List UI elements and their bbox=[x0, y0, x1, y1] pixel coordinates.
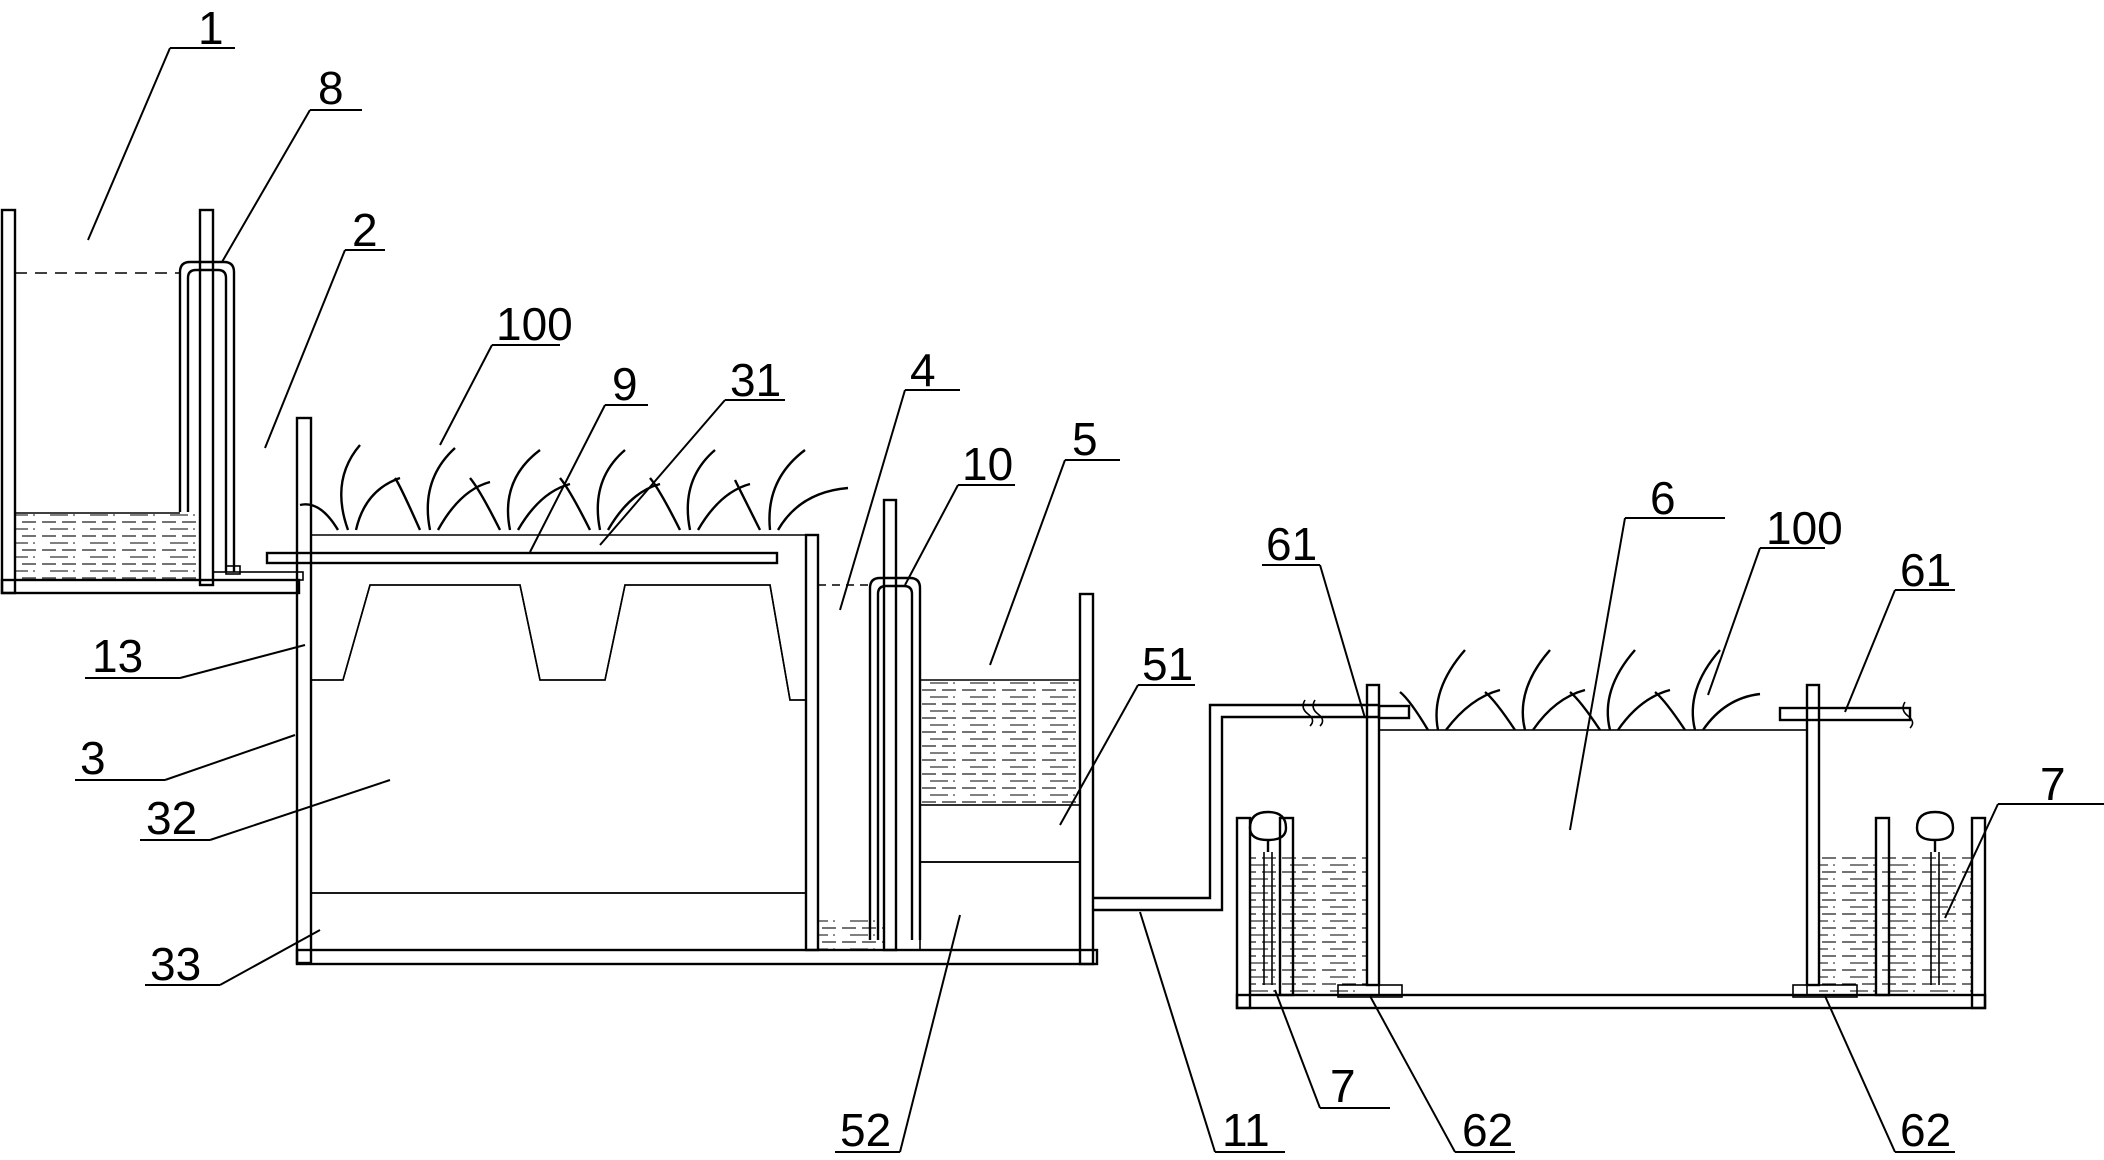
reference-labels: 1 8 2 100 9 31 4 10 5 13 3 32 33 51 52 1… bbox=[80, 2, 2066, 1156]
label-100-right: 100 bbox=[1766, 502, 1843, 554]
pipe-11 bbox=[1093, 699, 1380, 912]
label-13: 13 bbox=[92, 630, 143, 682]
label-7-left: 7 bbox=[1330, 1060, 1356, 1112]
label-100-left: 100 bbox=[496, 298, 573, 350]
label-5: 5 bbox=[1072, 413, 1098, 465]
chamber-4 bbox=[818, 498, 922, 952]
leader-lines bbox=[75, 47, 2104, 1153]
label-31: 31 bbox=[730, 354, 781, 406]
label-61-right: 61 bbox=[1900, 544, 1951, 596]
tank-5 bbox=[919, 592, 1095, 966]
siphon-pipe-8 bbox=[178, 260, 236, 572]
label-7-right: 7 bbox=[2040, 758, 2066, 810]
label-51: 51 bbox=[1142, 638, 1193, 690]
label-61-left: 61 bbox=[1266, 518, 1317, 570]
label-62-right: 62 bbox=[1900, 1104, 1951, 1156]
label-11: 11 bbox=[1222, 1104, 1270, 1156]
label-62-left: 62 bbox=[1462, 1104, 1513, 1156]
tank-2-channel bbox=[212, 565, 304, 581]
plants-100-left bbox=[299, 444, 849, 531]
plants-100-right bbox=[1399, 649, 1761, 731]
label-9: 9 bbox=[612, 358, 638, 410]
label-8: 8 bbox=[318, 62, 344, 114]
label-1: 1 bbox=[198, 2, 224, 54]
label-4: 4 bbox=[910, 344, 936, 396]
tank-1 bbox=[0, 208, 301, 595]
tank-6 bbox=[1235, 683, 1987, 1010]
label-52: 52 bbox=[840, 1104, 891, 1156]
label-3: 3 bbox=[80, 732, 106, 784]
label-6: 6 bbox=[1650, 472, 1676, 524]
label-32: 32 bbox=[146, 792, 197, 844]
label-33: 33 bbox=[150, 938, 201, 990]
box-3 bbox=[265, 416, 1099, 966]
label-2: 2 bbox=[352, 204, 378, 256]
label-10: 10 bbox=[962, 438, 1013, 490]
